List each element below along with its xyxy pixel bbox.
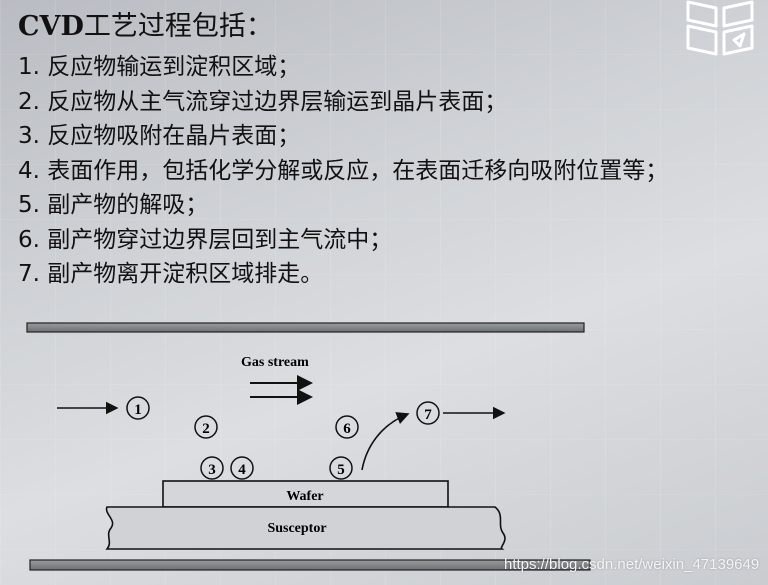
svg-text:7: 7 xyxy=(424,407,432,423)
gas-stream-label: Gas stream xyxy=(241,355,309,370)
title-prefix: CVD xyxy=(18,11,84,42)
slide-title: CVD工艺过程包括： xyxy=(18,4,273,43)
svg-text:2: 2 xyxy=(202,421,210,437)
steps-list: 1. 反应物输运到淀积区域； 2. 反应物从主气流穿过边界层输运到晶片表面； 3… xyxy=(18,50,668,292)
susceptor-label: Susceptor xyxy=(267,521,326,536)
step-item: 4. 表面作用，包括化学分解或反应，在表面迁移向吸附位置等； xyxy=(18,157,669,184)
watermark-url: https://blog.csdn.net/weixin_47139649 xyxy=(504,556,760,573)
title-text: 工艺过程包括： xyxy=(83,11,273,42)
reactor-bottom-wall xyxy=(29,559,591,571)
step-item: 2. 反应物从主气流穿过边界层输运到晶片表面； xyxy=(18,88,508,115)
marker-3: 3 xyxy=(200,456,224,480)
svg-text:1: 1 xyxy=(134,402,142,418)
step-item: 1. 反应物输运到淀积区域； xyxy=(18,54,301,80)
svg-text:4: 4 xyxy=(238,462,246,478)
svg-text:5: 5 xyxy=(337,462,345,478)
marker-1: 1 xyxy=(126,396,150,420)
susceptor xyxy=(105,506,506,550)
marker-6: 6 xyxy=(335,415,359,439)
step-item: 5. 副产物的解吸； xyxy=(18,192,209,218)
step-item: 3. 反应物吸附在晶片表面； xyxy=(18,123,301,149)
marker-5: 5 xyxy=(329,456,353,480)
cvd-process-diagram: Gas stream 1 2 3 4 5 6 7 Wafer Susceptor xyxy=(26,322,591,571)
wafer xyxy=(162,480,449,508)
marker-7: 7 xyxy=(416,401,440,425)
marker-4: 4 xyxy=(230,456,254,480)
marker-2: 2 xyxy=(194,415,218,439)
step-item: 6. 副产物穿过边界层回到主气流中； xyxy=(18,226,393,253)
step-item: 7. 副产物离开淀积区域排走。 xyxy=(18,261,324,287)
reactor-top-wall xyxy=(26,322,585,333)
book-cube-logo-icon xyxy=(682,0,758,56)
svg-text:6: 6 xyxy=(343,421,351,437)
svg-text:3: 3 xyxy=(208,462,216,478)
wafer-label: Wafer xyxy=(286,489,323,504)
